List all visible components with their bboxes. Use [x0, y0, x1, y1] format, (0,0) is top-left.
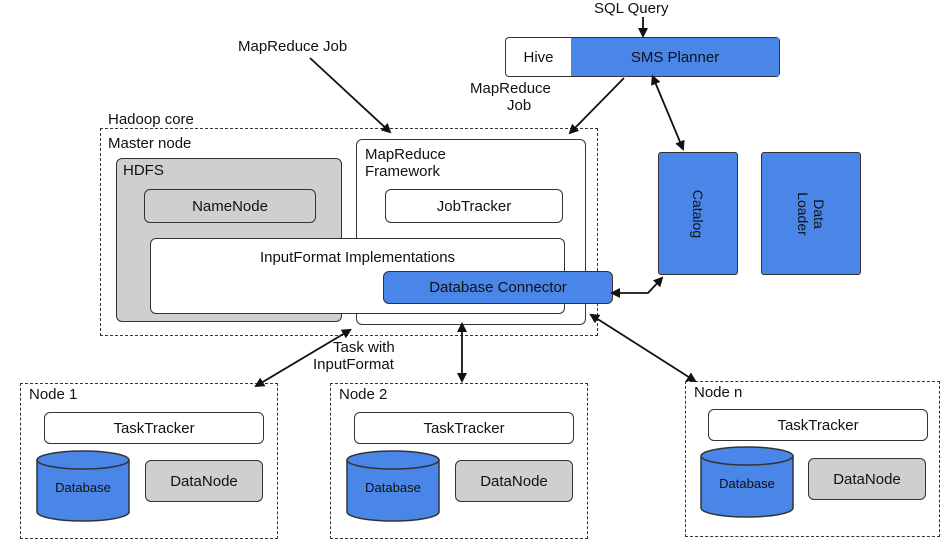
arrow-planner-framework — [568, 77, 625, 135]
node-2-tasktracker: TaskTracker — [354, 412, 574, 444]
mapreduce-job-label: MapReduce Job — [238, 38, 348, 55]
jobtracker-box: JobTracker — [385, 189, 563, 223]
data-loader-label-2: Loader — [795, 191, 811, 236]
arrow-master-noden — [589, 313, 697, 383]
node-n-title: Node n — [694, 384, 743, 401]
node-1-title: Node 1 — [29, 386, 78, 403]
task-with-label-2: InputFormat — [313, 356, 394, 373]
sql-query-label: SQL Query — [594, 0, 669, 17]
node-n-tasktracker: TaskTracker — [708, 409, 928, 441]
arrow-mapreduce-job — [309, 57, 392, 134]
node-n-datanode: DataNode — [808, 458, 926, 500]
node-n-region: Node n — [685, 381, 940, 537]
hive-label: Hive — [523, 48, 554, 66]
data-loader-label: Data Loader — [795, 192, 827, 236]
node-1-datanode: DataNode — [145, 460, 263, 502]
node-2-region: Node 2 — [330, 383, 588, 539]
mapreduce-job-right-label-1: MapReduce — [470, 80, 551, 97]
database-cylinder-icon — [36, 450, 130, 522]
catalog-box: Catalog — [658, 152, 738, 275]
hdfs-label: HDFS — [123, 162, 164, 179]
node-n-database: Database — [700, 446, 794, 518]
data-loader-box: Data Loader — [761, 152, 861, 275]
hadoop-core-label: Hadoop core — [108, 111, 194, 128]
node-1-tasktracker: TaskTracker — [44, 412, 264, 444]
inputformat-label: InputFormat Implementations — [259, 249, 456, 266]
node-n-database-label: Database — [719, 476, 775, 491]
arrow-planner-catalog — [651, 74, 685, 151]
node-1-database-label: Database — [55, 480, 111, 495]
node-2-database-label: Database — [365, 480, 421, 495]
database-cylinder-icon — [346, 450, 440, 522]
database-cylinder-icon — [700, 446, 794, 518]
namenode-box: NameNode — [144, 189, 316, 223]
node-1-database: Database — [36, 450, 130, 522]
mapreduce-framework-label-2: Framework — [365, 163, 441, 180]
node-2-title: Node 2 — [339, 386, 388, 403]
arrow-connector-catalog — [610, 276, 664, 298]
node-1-region: Node 1 — [20, 383, 278, 539]
node-2-datanode: DataNode — [455, 460, 573, 502]
mapreduce-framework-label-1: MapReduce — [365, 146, 446, 163]
sms-planner-label: SMS Planner — [571, 38, 779, 76]
database-connector-box: Database Connector — [383, 271, 613, 304]
node-2-database: Database — [346, 450, 440, 522]
master-node-label: Master node — [108, 135, 192, 152]
catalog-label: Catalog — [690, 189, 706, 238]
data-loader-label-1: Data — [811, 198, 827, 229]
task-with-label-1: Task with — [333, 339, 395, 356]
mapreduce-job-right-label-2: Job — [507, 97, 532, 114]
planner-box: Hive SMS Planner — [505, 37, 780, 77]
